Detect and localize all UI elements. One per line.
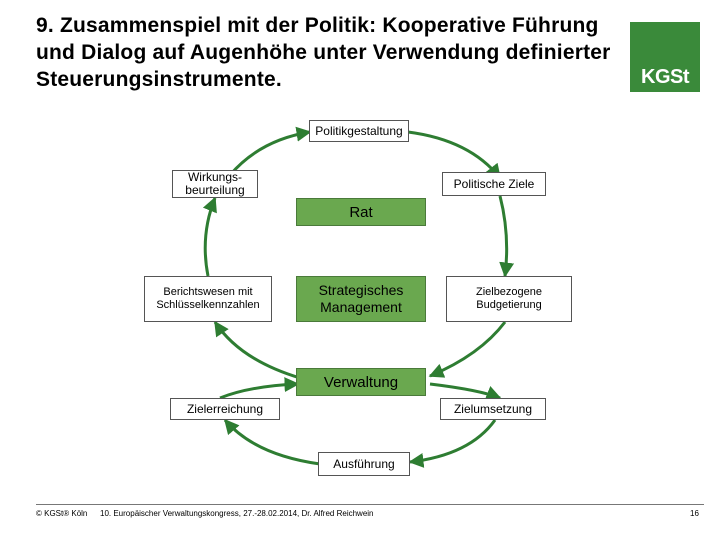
arrow-verwaltung-to-umsetzung bbox=[429, 382, 502, 400]
arrow-ziele-to-budget bbox=[498, 195, 515, 278]
slide-title: 9. Zusammenspiel mit der Politik: Kooper… bbox=[36, 14, 611, 91]
arrow-budget-to-verwaltung bbox=[428, 321, 507, 378]
node-politische-ziele: Politische Ziele bbox=[442, 172, 546, 196]
arrow-politikgestaltung-to-ziele bbox=[407, 130, 502, 180]
node-berichtswesen: Berichtswesen mit Schlüsselkennzahlen bbox=[144, 276, 272, 322]
node-zielerreichung: Zielerreichung bbox=[170, 398, 280, 420]
footer-page-number: 16 bbox=[690, 509, 699, 518]
arrow-ausfuehrung-to-zielerreichung bbox=[223, 418, 321, 466]
node-politikgestaltung: Politikgestaltung bbox=[309, 120, 409, 142]
kgst-logo: KGSt bbox=[630, 22, 700, 92]
node-zielumsetzung: Zielumsetzung bbox=[440, 398, 546, 420]
arrow-bericht-to-wirkung bbox=[202, 196, 217, 277]
node-rat: Rat bbox=[296, 198, 426, 226]
footer-divider bbox=[36, 504, 704, 505]
node-ausfuehrung: Ausführung bbox=[318, 452, 410, 476]
arrow-verwaltung-to-bericht bbox=[213, 320, 301, 380]
footer-copyright: © KGSt® Köln bbox=[36, 509, 88, 518]
footer-event: 10. Europäischer Verwaltungskongress, 27… bbox=[100, 509, 374, 518]
arrow-wirkung-to-politikgestaltung bbox=[228, 126, 312, 176]
node-strategisches-management: Strategisches Management bbox=[296, 276, 426, 322]
logo-text: KGSt bbox=[641, 66, 690, 88]
arrow-umsetzung-to-ausfuehrung bbox=[408, 419, 497, 468]
arrow-zielerreichung-to-verwaltung bbox=[219, 377, 300, 400]
node-zielbezogene-budgetierung: Zielbezogene Budgetierung bbox=[446, 276, 572, 322]
node-verwaltung: Verwaltung bbox=[296, 368, 426, 396]
node-wirkungsbeurteilung: Wirkungs- beurteilung bbox=[172, 170, 258, 198]
